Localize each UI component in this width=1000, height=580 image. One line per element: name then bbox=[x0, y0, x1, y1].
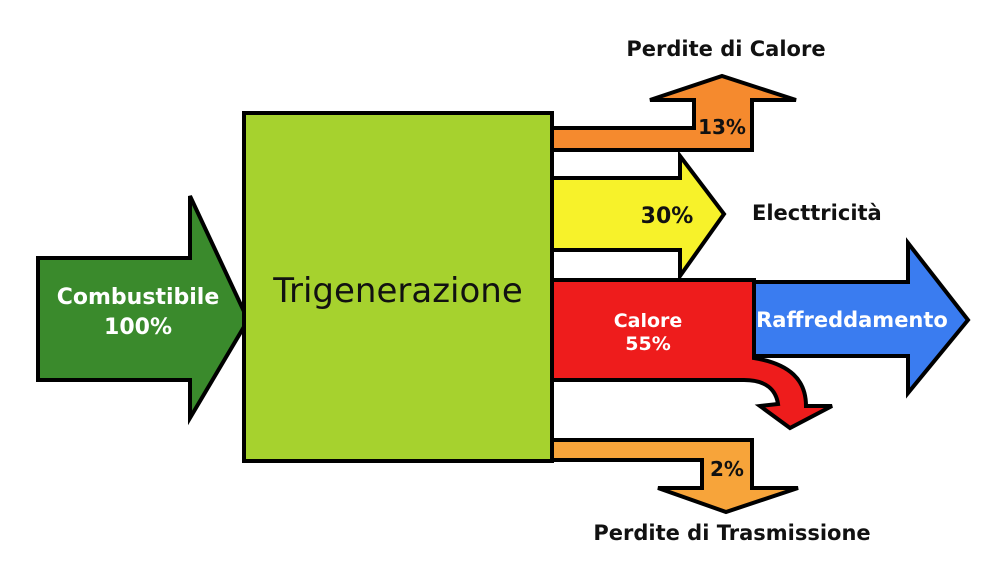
cooling-label: Raffreddamento bbox=[756, 308, 948, 332]
process-box bbox=[242, 111, 554, 463]
input-label: Combustibile bbox=[57, 285, 220, 310]
heat-losses-value: 13% bbox=[698, 115, 746, 139]
input-arrow bbox=[36, 195, 251, 426]
electricity-value: 30% bbox=[641, 204, 694, 229]
cooling-arrow bbox=[750, 237, 971, 399]
input-value: 100% bbox=[104, 315, 172, 340]
heat-label: Calore bbox=[614, 310, 683, 332]
transmission-losses-arrow bbox=[550, 438, 799, 515]
heat-losses-arrow bbox=[550, 73, 797, 152]
transmission-losses-label: Perdite di Trasmissione bbox=[593, 521, 870, 545]
process-label: Trigenerazione bbox=[272, 271, 523, 311]
transmission-losses-value: 2% bbox=[710, 457, 744, 481]
heat-value: 55% bbox=[625, 333, 670, 355]
electricity-label: Electtricità bbox=[752, 201, 882, 225]
heat-losses-label: Perdite di Calore bbox=[626, 37, 825, 61]
electricity-arrow bbox=[550, 150, 727, 283]
heat-arrow bbox=[550, 278, 833, 431]
